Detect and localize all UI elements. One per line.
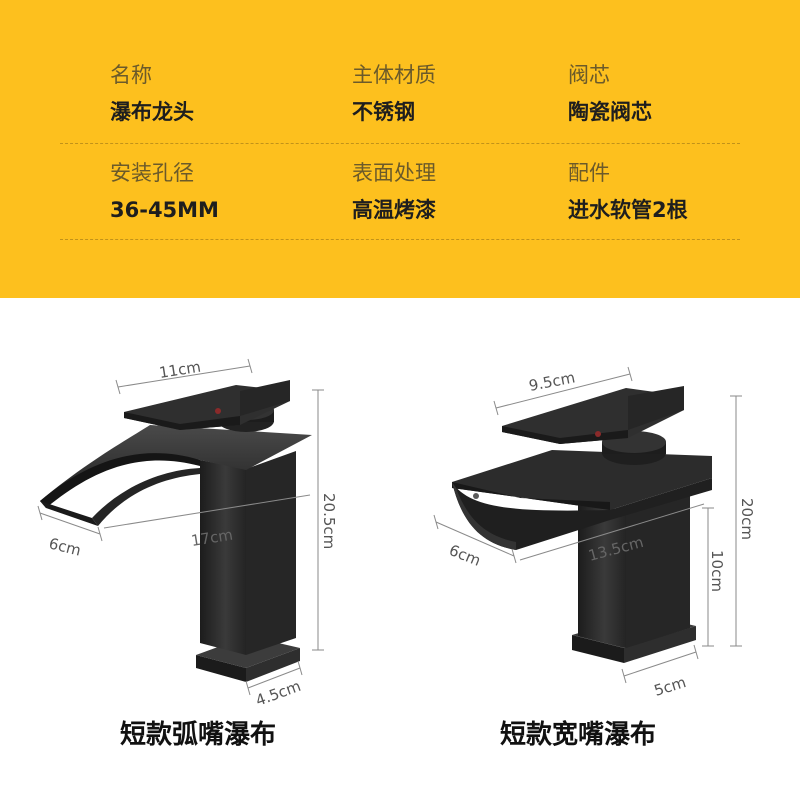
spec-accessories: 配件 进水软管2根 <box>568 160 688 223</box>
spec-divider <box>60 143 740 144</box>
dim-body-height: 10cm <box>708 550 726 592</box>
dim-spout-width: 6cm <box>47 534 83 559</box>
dim-base: 4.5cm <box>253 677 303 710</box>
spec-value: 进水软管2根 <box>568 198 688 222</box>
dim-height: 20.5cm <box>320 493 338 549</box>
spec-label: 主体材质 <box>352 63 436 87</box>
spec-valve: 阀芯 陶瓷阀芯 <box>568 62 652 125</box>
spec-value: 不锈钢 <box>352 100 415 124</box>
dim-spout-width: 6cm <box>447 541 484 570</box>
faucet-illustrations: 11cm 17cm 20.5cm 6cm 4.5cm <box>37 358 756 710</box>
caption-wide-spout: 短款宽嘴瀑布 <box>500 720 657 750</box>
spec-value: 36-45MM <box>110 198 219 222</box>
spec-divider <box>60 239 740 240</box>
dim-base: 5cm <box>652 673 688 700</box>
dim-height: 20cm <box>738 498 756 540</box>
dim-handle-length: 9.5cm <box>527 368 576 395</box>
spec-value: 高温烤漆 <box>352 198 436 222</box>
left-dimension-lines <box>37 358 324 696</box>
spec-finish: 表面处理 高温烤漆 <box>352 160 436 223</box>
dim-handle-length: 11cm <box>158 358 202 382</box>
spec-label: 名称 <box>110 63 152 87</box>
spec-value: 瀑布龙头 <box>110 100 194 124</box>
spec-hole-size: 安装孔径 36-45MM <box>110 160 219 223</box>
wide-spout-faucet <box>452 386 712 663</box>
spec-label: 阀芯 <box>568 63 610 87</box>
spec-label: 配件 <box>568 161 610 185</box>
caption-curved-spout: 短款弧嘴瀑布 <box>120 720 277 750</box>
spec-banner: 名称 瀑布龙头 主体材质 不锈钢 阀芯 陶瓷阀芯 安装孔径 36-45MM 表面… <box>0 0 800 298</box>
spec-material: 主体材质 不锈钢 <box>352 62 436 125</box>
spec-label: 安装孔径 <box>110 161 194 185</box>
spec-value: 陶瓷阀芯 <box>568 100 652 124</box>
spec-name: 名称 瀑布龙头 <box>110 62 194 125</box>
curved-spout-faucet <box>40 380 312 682</box>
spec-label: 表面处理 <box>352 161 436 185</box>
right-dimension-lines <box>433 366 742 684</box>
product-photo-area: 11cm 17cm 20.5cm 6cm 4.5cm <box>0 298 800 800</box>
